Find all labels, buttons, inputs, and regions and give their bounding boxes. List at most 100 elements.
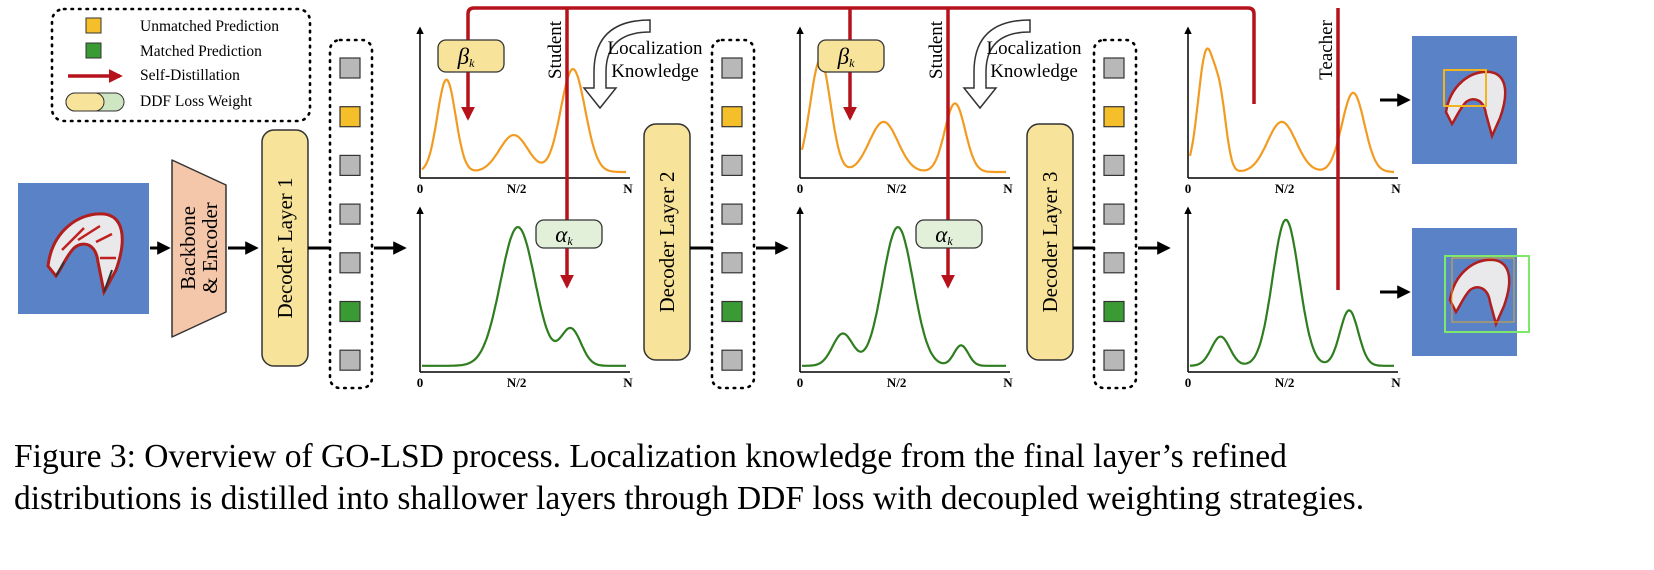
query-column-frame-1 (328, 38, 374, 390)
axis-tick-label-half: N/2 (507, 375, 527, 390)
query-box-unmatched-gray (721, 154, 743, 176)
axis-tick-label-half: N/2 (507, 181, 527, 196)
axis-tick-label-end: N (1391, 181, 1401, 196)
legend-unmatched-label: Unmatched Prediction (140, 18, 279, 35)
legend-matched-label: Matched Prediction (140, 43, 262, 60)
localization-knowledge-2: Localization Knowledge (962, 19, 1082, 110)
svg-text:αk: αk (935, 222, 953, 248)
axis-tick-label-end: N (1003, 181, 1013, 196)
axis-tick-label-zero: 0 (797, 375, 804, 390)
matched-swatch (85, 42, 102, 59)
axis-tick-label-end: N (1003, 375, 1013, 390)
svg-text:βk: βk (837, 44, 855, 70)
axis-tick-label-end: N (623, 375, 633, 390)
axis-tick-label-half: N/2 (887, 375, 907, 390)
query-box-unmatched-gray (1103, 154, 1125, 176)
backbone-encoder-block: Backbone & Encoder (171, 159, 227, 338)
query-box-unmatched-orange (1103, 106, 1125, 128)
knowledge-label-1: Knowledge (611, 61, 699, 82)
input-image (18, 183, 149, 314)
query-box-unmatched-gray (1103, 57, 1125, 79)
query-box-matched-green (721, 300, 743, 323)
query-box-unmatched-gray (721, 57, 743, 79)
query-box-unmatched-gray (339, 57, 361, 79)
query-box-matched-green (1103, 300, 1125, 323)
backbone-label-line1: Backbone (176, 206, 200, 290)
unmatched-swatch (85, 17, 102, 34)
decoder-layer-3-label: Decoder Layer 3 (1038, 171, 1062, 312)
figure-caption: Figure 3: Overview of GO-LSD process. Lo… (14, 436, 1640, 520)
beta-tag-2: βk (817, 39, 885, 73)
query-box-unmatched-gray (1103, 203, 1125, 225)
backbone-label-line2: & Encoder (198, 202, 222, 294)
legend-self-distillation-label: Self-Distillation (140, 67, 240, 84)
beta-subscript-1: k (469, 56, 475, 70)
axis-tick-label-end: N (1391, 375, 1401, 390)
query-columns (328, 38, 1138, 390)
ddf-weight-swatch-yellow (65, 92, 105, 112)
localization-label-1: Localization (608, 38, 703, 59)
alpha-tag-1: αk (535, 219, 603, 249)
beta-symbol-2: β (837, 44, 850, 69)
query-box-unmatched-gray (721, 349, 743, 371)
distribution-curve-green-3 (1189, 218, 1394, 367)
distribution-curve-orange-3 (1188, 47, 1394, 173)
decoder-layer-2-label: Decoder Layer 2 (655, 171, 679, 312)
output-image-unmatched (1412, 36, 1517, 164)
query-column-frame-2 (710, 38, 756, 390)
knowledge-label-2: Knowledge (990, 61, 1078, 82)
axis-tick-label-half: N/2 (887, 181, 907, 196)
teacher-label: Teacher (1316, 19, 1337, 80)
hollow-arrow-1 (582, 19, 651, 110)
kite-shape (46, 212, 124, 297)
hollow-arrow-2 (962, 19, 1031, 110)
alpha-subscript-1: k (567, 234, 573, 248)
axis-tick-label-zero: 0 (797, 181, 804, 196)
axis-tick-label-zero: 0 (417, 181, 424, 196)
axis-tick-label-zero: 0 (1185, 181, 1192, 196)
svg-text:αk: αk (555, 222, 573, 248)
red-top-bus (466, 6, 1256, 104)
axis-tick-label-zero: 0 (417, 375, 424, 390)
caption-line-2: distributions is distilled into shallowe… (14, 480, 1365, 517)
decoder-layer-1-label: Decoder Layer 1 (273, 177, 297, 318)
student-label-1: Student (545, 20, 566, 79)
query-box-unmatched-orange (721, 106, 743, 128)
query-box-unmatched-gray (721, 203, 743, 225)
localization-knowledge-1: Localization Knowledge (582, 19, 703, 110)
alpha-tag-2: αk (915, 219, 983, 249)
legend-ddf-weight-label: DDF Loss Weight (140, 93, 253, 110)
output-image-matched (1412, 228, 1530, 356)
student-label-2: Student (926, 20, 947, 79)
distribution-curve-orange-1 (421, 67, 626, 174)
query-box-matched-green (339, 300, 361, 323)
beta-tag-1: βk (437, 39, 505, 73)
decoder-layer-2-block: Decoder Layer 2 (643, 123, 691, 361)
decoder-layer-1-block: Decoder Layer 1 (261, 129, 309, 367)
unmatched-bbox-faint (1451, 257, 1515, 323)
distribution-curve-green-2 (802, 225, 1006, 367)
svg-text:βk: βk (457, 44, 475, 70)
query-box-unmatched-gray (1103, 252, 1125, 274)
alpha-symbol-1: α (555, 222, 568, 247)
query-box-unmatched-gray (339, 203, 361, 225)
localization-label-2: Localization (987, 38, 1082, 59)
query-box-unmatched-gray (339, 349, 361, 371)
legend: Unmatched Prediction Matched Prediction … (50, 7, 312, 123)
decoder-layer-3-block: Decoder Layer 3 (1026, 123, 1074, 361)
alpha-subscript-2: k (947, 234, 953, 248)
diagram-canvas: Unmatched Prediction Matched Prediction … (18, 6, 1530, 390)
unmatched-bbox (1443, 69, 1487, 107)
caption-line-1: Figure 3: Overview of GO-LSD process. Lo… (14, 438, 1287, 475)
distribution-curve-green-1 (422, 225, 626, 367)
query-box-unmatched-orange (339, 106, 361, 128)
query-box-unmatched-gray (721, 252, 743, 274)
beta-symbol-1: β (457, 44, 470, 69)
axis-tick-label-zero: 0 (1185, 375, 1192, 390)
axis-tick-label-half: N/2 (1275, 375, 1295, 390)
query-column-frame-3 (1092, 38, 1138, 390)
beta-subscript-2: k (849, 56, 855, 70)
query-box-unmatched-gray (339, 154, 361, 176)
